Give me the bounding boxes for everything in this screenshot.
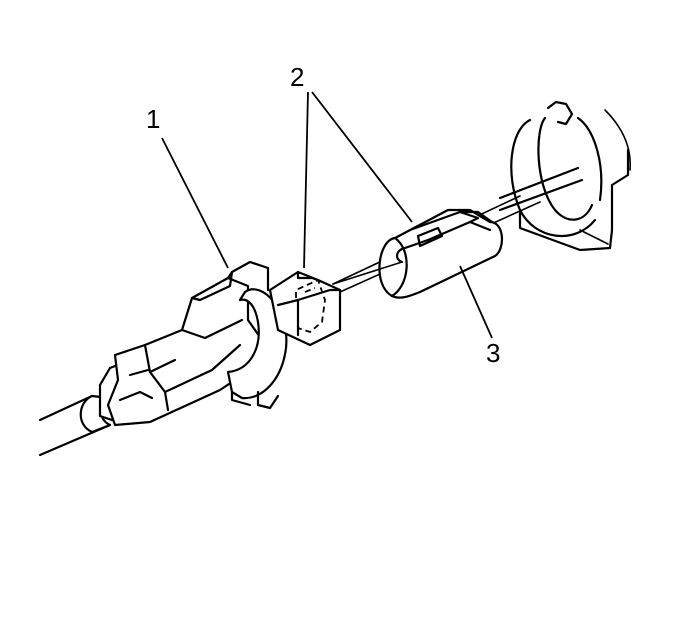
callouts: 1 2 3 [146,62,500,368]
connector-body [79,260,270,434]
release-tool [332,208,503,299]
leader-2a [303,91,309,269]
leader-1 [161,137,229,269]
callout-2: 2 [290,62,304,92]
leader-2b [311,91,413,223]
callout-3: 3 [486,338,500,368]
housing-bracket [510,100,631,252]
leader-3 [459,265,493,339]
leader-lines [161,91,493,339]
lock-housing [268,270,342,347]
callout-1: 1 [146,104,160,134]
